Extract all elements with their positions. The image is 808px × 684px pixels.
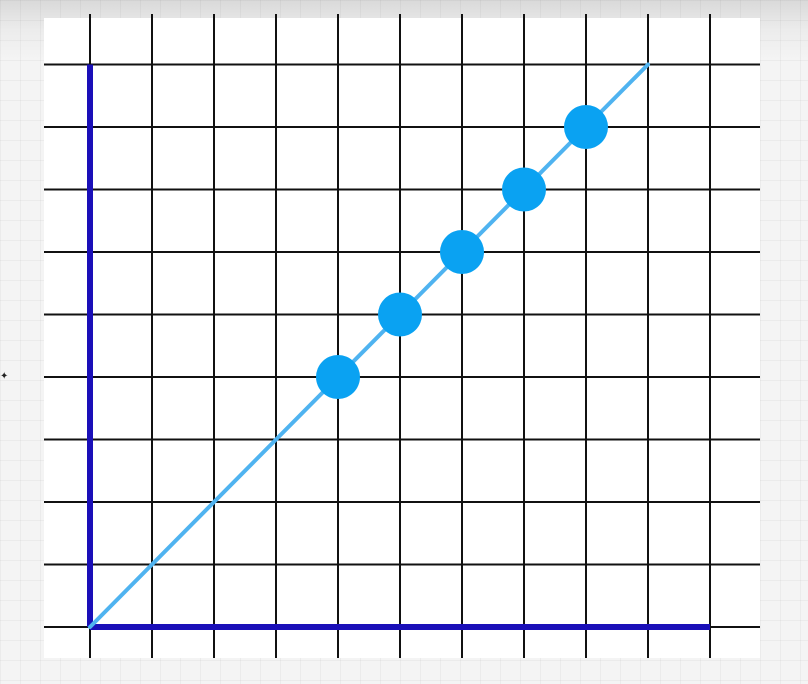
axes [87, 64, 710, 630]
data-point [564, 105, 608, 149]
points-layer [316, 105, 608, 399]
trend-line [88, 62, 650, 629]
cursor-icon: ✦ [0, 371, 9, 382]
data-point [378, 292, 422, 337]
trend-line-layer [88, 62, 650, 629]
data-point [502, 167, 546, 212]
data-point [440, 230, 484, 274]
data-point [316, 355, 360, 399]
